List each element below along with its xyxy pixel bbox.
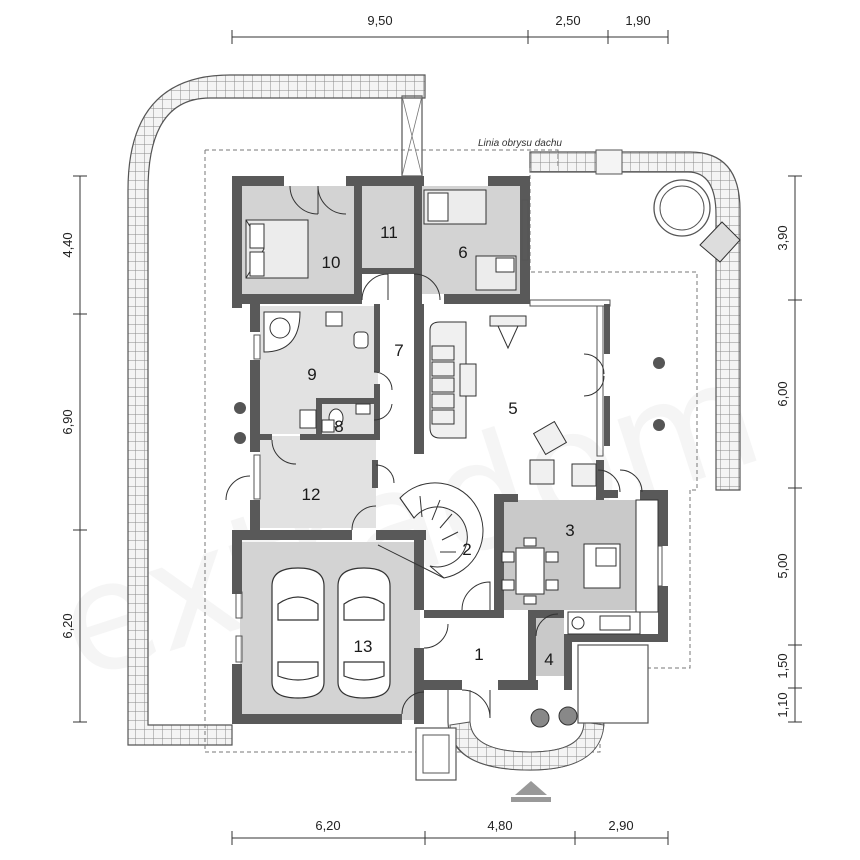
room-label-9: 9 — [307, 365, 316, 384]
room-label-6: 6 — [458, 243, 467, 262]
pillar-cross — [401, 95, 423, 177]
dim-right-3: 5,00 — [775, 553, 790, 578]
dim-top-2: 2,50 — [555, 13, 580, 28]
dimension-labels: 9,50 2,50 1,90 6,20 4,80 2,90 4,40 6,90 … — [60, 13, 790, 833]
terrace-paving-left — [127, 74, 426, 746]
terrace-paving-right — [529, 151, 741, 491]
terrace-lamp-icon — [699, 221, 741, 263]
garage-cars — [271, 567, 391, 699]
dim-left-2: 6,90 — [60, 409, 75, 434]
room-label-11: 11 — [380, 223, 398, 242]
dim-right-2: 6,00 — [775, 381, 790, 406]
roof-outline-label: Linia obrysu dachu — [478, 138, 562, 149]
room-label-13: 13 — [354, 637, 373, 656]
room-label-2: 2 — [462, 540, 471, 559]
dim-top-1: 9,50 — [367, 13, 392, 28]
dim-left-1: 4,40 — [60, 232, 75, 257]
room-label-1: 1 — [474, 645, 483, 664]
dim-bottom-1: 6,20 — [315, 818, 340, 833]
dim-bottom-3: 2,90 — [608, 818, 633, 833]
dim-right-4: 1,50 — [775, 653, 790, 678]
dim-left-3: 6,20 — [60, 613, 75, 638]
entrance-arrow-icon — [515, 781, 547, 795]
left-plant-1 — [234, 402, 246, 414]
dim-bottom-2: 4,80 — [487, 818, 512, 833]
dim-top-3: 1,90 — [625, 13, 650, 28]
room-label-5: 5 — [508, 399, 517, 418]
room-label-7: 7 — [394, 341, 403, 360]
room-label-8: 8 — [334, 417, 343, 436]
spiral-stairs — [377, 482, 484, 579]
kitchen-furniture — [501, 499, 659, 635]
bed-room-6 — [423, 189, 517, 291]
left-plant-2 — [234, 432, 246, 444]
room-label-10: 10 — [322, 253, 341, 272]
living-room-sofa — [429, 315, 597, 487]
window-frames — [235, 199, 663, 663]
room-label-12: 12 — [302, 485, 321, 504]
entrance-porch — [415, 644, 649, 802]
terrace-pillar — [595, 149, 623, 175]
pool-inner — [659, 185, 705, 231]
bed-room-10 — [245, 219, 309, 279]
dim-right-5: 1,10 — [775, 692, 790, 717]
terrace-plant-1 — [653, 357, 665, 369]
room-labels: 1 2 3 4 5 6 7 8 9 10 11 12 13 — [302, 223, 575, 669]
room-label-4: 4 — [544, 650, 553, 669]
dimension-lines — [73, 30, 802, 845]
roof-outline — [204, 149, 698, 753]
doors — [225, 185, 643, 719]
room-label-3: 3 — [565, 521, 574, 540]
dim-right-1: 3,90 — [775, 225, 790, 250]
terrace-plant-2 — [653, 419, 665, 431]
walls — [232, 176, 668, 724]
bathroom-fixtures — [263, 311, 371, 433]
